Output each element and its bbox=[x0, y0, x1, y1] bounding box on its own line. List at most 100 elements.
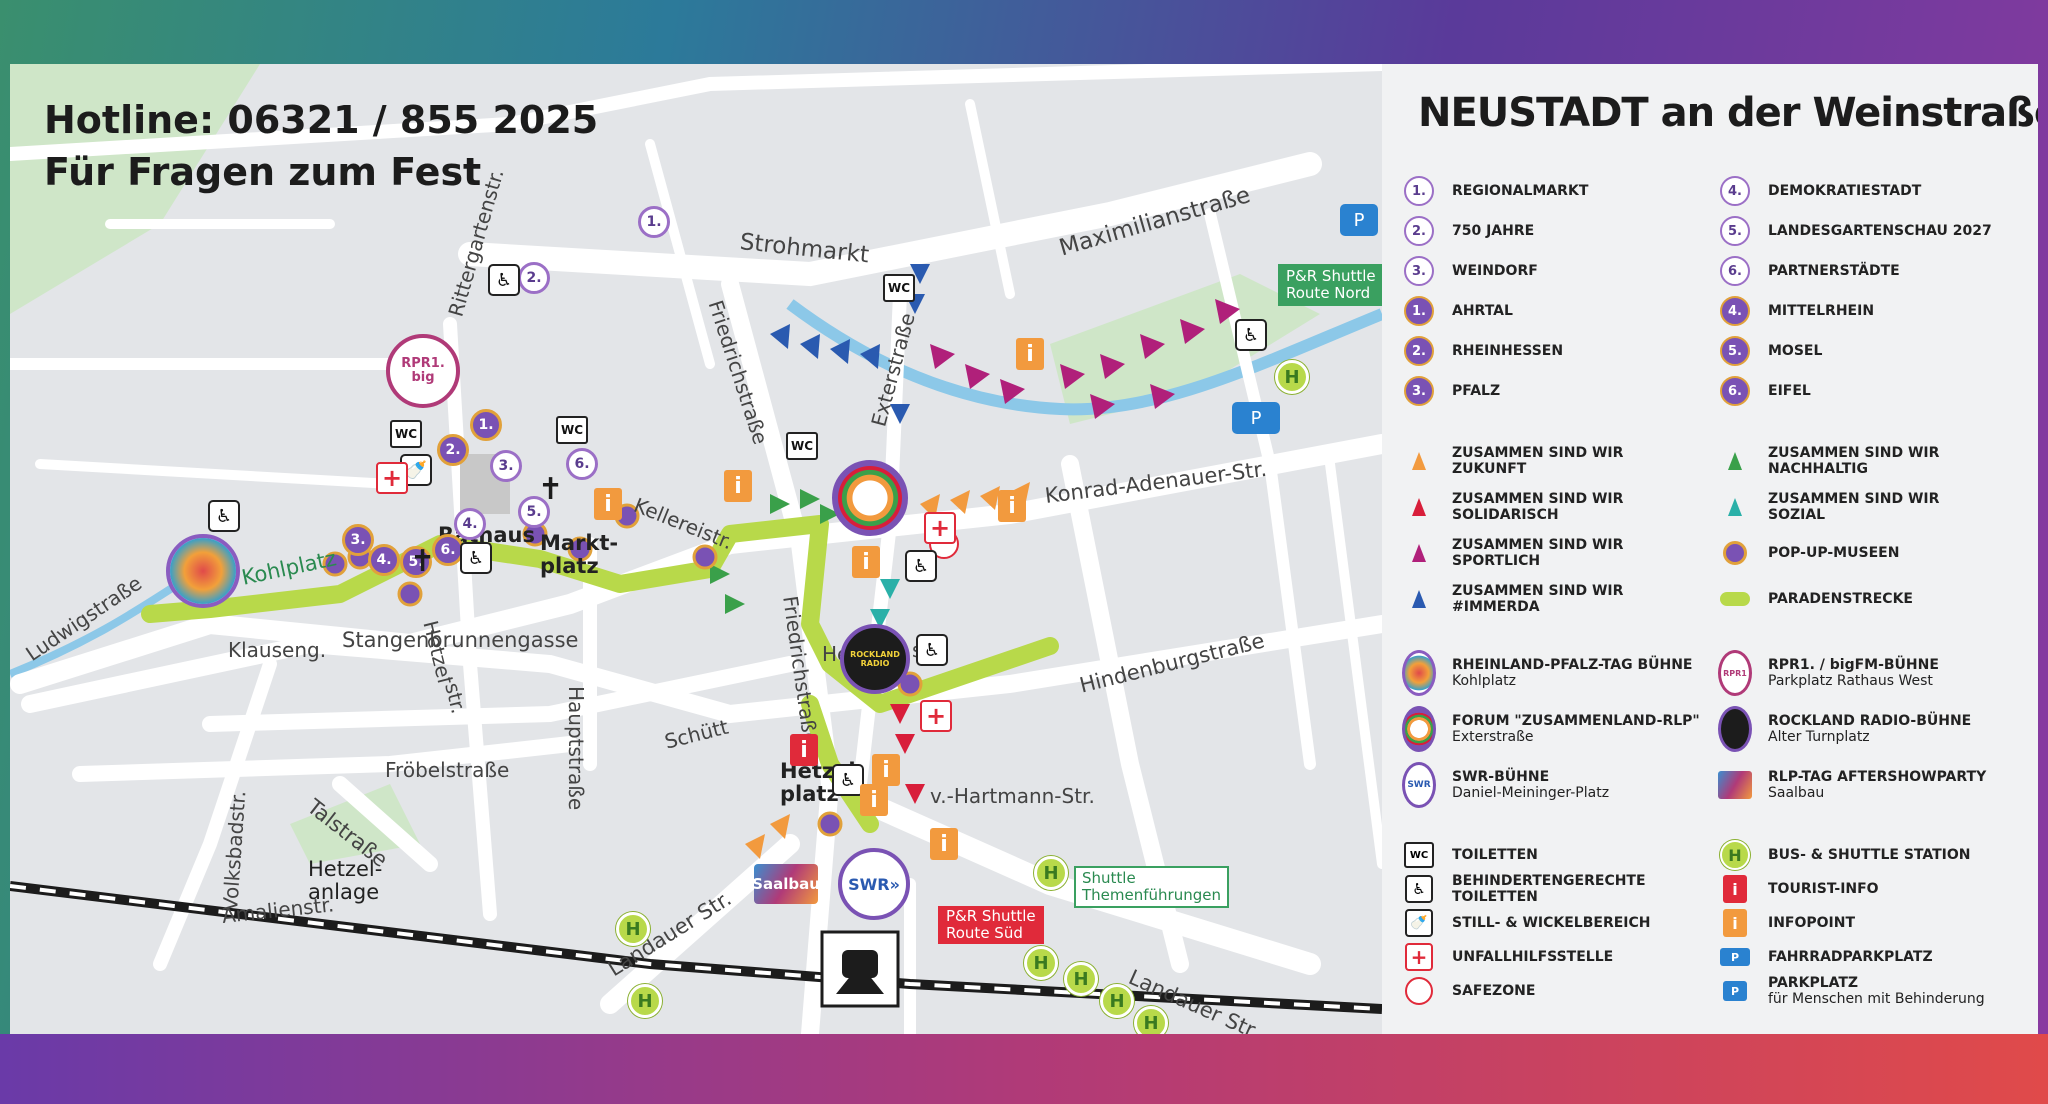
marker-6-eifel[interactable]: 6. bbox=[432, 534, 464, 566]
marker-4-mittelrhein[interactable]: 4. bbox=[368, 544, 400, 576]
bus-station-icon-4[interactable]: H bbox=[1024, 946, 1058, 980]
legend-label: AHRTAL bbox=[1452, 303, 1513, 319]
marker-6-partnerstaedte[interactable]: 6. bbox=[566, 448, 598, 480]
marker-2-750-jahre[interactable]: 2. bbox=[518, 262, 550, 294]
park-area-ne bbox=[1050, 274, 1320, 424]
legend-item-6: 1. AHRTAL bbox=[1402, 294, 1513, 328]
infopoint-icon-kellerei[interactable]: i bbox=[724, 470, 752, 502]
legend-icon bbox=[1718, 768, 1752, 802]
toilet-icon-strohmarkt[interactable]: WC bbox=[883, 274, 915, 302]
infopoint-icon-markt[interactable]: i bbox=[594, 488, 622, 520]
rockland-radio-stage[interactable]: ROCKLAND RADIO bbox=[840, 624, 910, 694]
legend-label: DEMOKRATIESTADT bbox=[1768, 183, 1922, 199]
legend-icon bbox=[1402, 974, 1436, 1008]
first-aid-icon-exterstr[interactable]: + bbox=[924, 512, 956, 544]
legend-label: MOSEL bbox=[1768, 343, 1823, 359]
legend-item-8: 2.RHEINHESSEN bbox=[1402, 334, 1563, 368]
pr-shuttle-sued-label[interactable]: P&R Shuttle Route Süd bbox=[938, 906, 1044, 944]
bike-parking-icon[interactable]: P bbox=[1232, 402, 1280, 434]
legend-label: SAFEZONE bbox=[1452, 983, 1536, 999]
rlp-tag-stage-kohlplatz[interactable] bbox=[166, 534, 240, 608]
pr-shuttle-nord-label[interactable]: P&R Shuttle Route Nord bbox=[1278, 264, 1382, 306]
bottom-gradient-band bbox=[0, 1034, 2048, 1104]
accessible-toilet-icon-1[interactable]: ♿ bbox=[488, 264, 520, 296]
legend-icon: 3. bbox=[1402, 374, 1436, 408]
bus-station-icon-1[interactable]: H bbox=[1034, 856, 1068, 890]
accessible-toilet-icon-7[interactable]: ♿ bbox=[1235, 319, 1267, 351]
toilet-icon-friedrichstr[interactable]: WC bbox=[786, 432, 818, 460]
railway-dash bbox=[10, 884, 1382, 1011]
legend-icon: 🍼 bbox=[1402, 906, 1436, 940]
legend-icon bbox=[1402, 582, 1436, 616]
accessible-toilet-icon-3[interactable]: ♿ bbox=[460, 542, 492, 574]
infopoint-icon-adenauer[interactable]: i bbox=[998, 490, 1026, 522]
legend-item-0: 1.REGIONALMARKT bbox=[1402, 174, 1588, 208]
first-aid-icon-hartmann[interactable]: + bbox=[920, 700, 952, 732]
bus-station-icon-6[interactable]: H bbox=[1100, 984, 1134, 1018]
infopoint-icon-park[interactable]: i bbox=[1016, 338, 1044, 370]
marker-3-pfalz[interactable]: 3. bbox=[342, 524, 374, 556]
bus-station-icon-nord[interactable]: H bbox=[1275, 360, 1309, 394]
accessible-toilet-icon-4[interactable]: ♿ bbox=[905, 550, 937, 582]
bus-station-icon-2[interactable]: H bbox=[616, 912, 650, 946]
legend-icon: SWR bbox=[1402, 762, 1436, 808]
toilet-icon-marktplatz[interactable]: WC bbox=[556, 416, 588, 444]
theme-markers-nachhaltig bbox=[710, 489, 840, 614]
toilet-icon-rathaus[interactable]: WC bbox=[390, 420, 422, 448]
legend-panel: NEUSTADT an der Weinstraße 1.REGIONALMAR… bbox=[1382, 64, 2038, 1034]
accessible-toilet-icon-5[interactable]: ♿ bbox=[916, 634, 948, 666]
marker-5-mosel[interactable]: 5. bbox=[400, 546, 432, 578]
legend-label: LANDESGARTENSCHAU 2027 bbox=[1768, 223, 1992, 239]
city-map[interactable]: Hotline: 06321 / 855 2025 Für Fragen zum… bbox=[10, 64, 1382, 1034]
legend-icon: 1. bbox=[1402, 294, 1436, 328]
first-aid-icon-rathaus[interactable]: + bbox=[376, 462, 408, 494]
accessible-parking-icon[interactable]: P bbox=[1340, 204, 1378, 236]
infopoint-icon-hetzel-1[interactable]: i bbox=[872, 754, 900, 786]
street-hauptstrasse: Hauptstraße bbox=[564, 686, 588, 811]
marker-4-demokratiestadt[interactable]: 4. bbox=[454, 508, 486, 540]
accessible-toilet-icon-2[interactable]: ♿ bbox=[208, 500, 240, 532]
legend-icon bbox=[1718, 536, 1752, 570]
marker-5-landesgartenschau[interactable]: 5. bbox=[518, 496, 550, 528]
street-stangenbrunnengasse: Stangenbrunnengasse bbox=[342, 628, 579, 652]
forum-zusammenland-stage[interactable] bbox=[832, 460, 908, 536]
legend-icon: WC bbox=[1402, 838, 1436, 872]
legend-label: MITTELRHEIN bbox=[1768, 303, 1875, 319]
legend-label: REGIONALMARKT bbox=[1452, 183, 1589, 199]
hotline-number: Hotline: 06321 / 855 2025 bbox=[44, 98, 599, 142]
legend-label: PARTNERSTÄDTE bbox=[1768, 263, 1900, 279]
marker-2-rheinhessen[interactable]: 2. bbox=[437, 434, 469, 466]
swr-stage[interactable]: SWR» bbox=[838, 848, 910, 920]
theme-markers-sportlich bbox=[930, 299, 1240, 419]
hotline-subtitle: Für Fragen zum Fest bbox=[44, 150, 482, 194]
rpr1-bigfm-stage[interactable]: RPR1. big bbox=[386, 334, 460, 408]
accessible-toilet-icon-6[interactable]: ♿ bbox=[832, 764, 864, 796]
tourist-info-icon[interactable]: i bbox=[790, 734, 818, 766]
infopoint-icon-exter[interactable]: i bbox=[852, 546, 880, 578]
marker-3-weindorf[interactable]: 3. bbox=[490, 450, 522, 482]
legend-item-7: 4.MITTELRHEIN bbox=[1718, 294, 1874, 328]
legend-icon: P bbox=[1718, 974, 1752, 1008]
legend-icon: + bbox=[1402, 940, 1436, 974]
infopoint-icon-hartmann[interactable]: i bbox=[930, 828, 958, 860]
bus-station-icon-5[interactable]: H bbox=[1064, 962, 1098, 996]
legend-label: BUS- & SHUTTLE STATION bbox=[1768, 847, 1971, 863]
legend-theme-6: ZUSAMMEN SIND WIR#IMMERDA bbox=[1402, 582, 1623, 616]
infopoint-icon-hetzel-2[interactable]: i bbox=[860, 784, 888, 816]
marker-1-regionalmarkt[interactable]: 1. bbox=[638, 206, 670, 238]
bus-station-icon-3[interactable]: H bbox=[628, 984, 662, 1018]
shuttle-themenfuehrungen-label[interactable]: Shuttle Themenführungen bbox=[1074, 866, 1229, 908]
saalbau-aftershow[interactable]: Saalbau bbox=[752, 864, 820, 904]
legend-icon: 5. bbox=[1718, 334, 1752, 368]
marker-1-ahrtal[interactable]: 1. bbox=[470, 409, 502, 441]
